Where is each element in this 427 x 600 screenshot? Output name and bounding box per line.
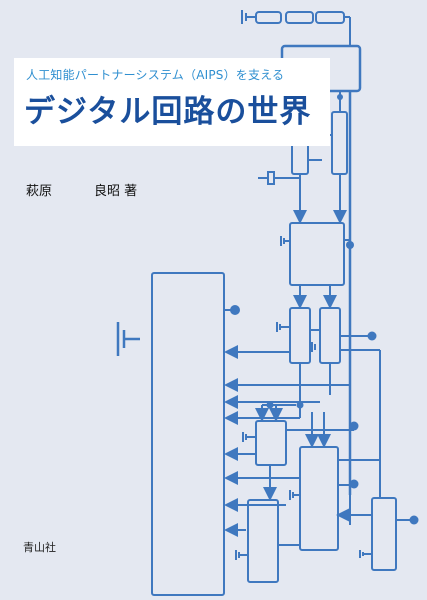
book-title: デジタル回路の世界: [24, 94, 312, 130]
module-i: [371, 497, 397, 571]
publisher-name: 青山社: [23, 541, 56, 554]
junction-dots: [230, 94, 419, 525]
module-f: [255, 420, 287, 466]
large-module: [151, 272, 225, 596]
module-d: [289, 307, 311, 364]
author-surname: 萩原: [26, 184, 53, 199]
module-h: [247, 499, 279, 583]
author-line: 萩原 良昭 著: [26, 180, 137, 199]
book-subtitle: 人工知能パートナーシステム（AIPS）を支える: [26, 68, 285, 82]
module-g: [299, 446, 339, 551]
module-e: [319, 307, 341, 364]
battery-chain: [241, 10, 351, 40]
author-given-name: 良昭 著: [94, 184, 138, 199]
title-panel: [14, 58, 330, 146]
module-c: [289, 222, 345, 286]
module-b: [331, 111, 348, 175]
